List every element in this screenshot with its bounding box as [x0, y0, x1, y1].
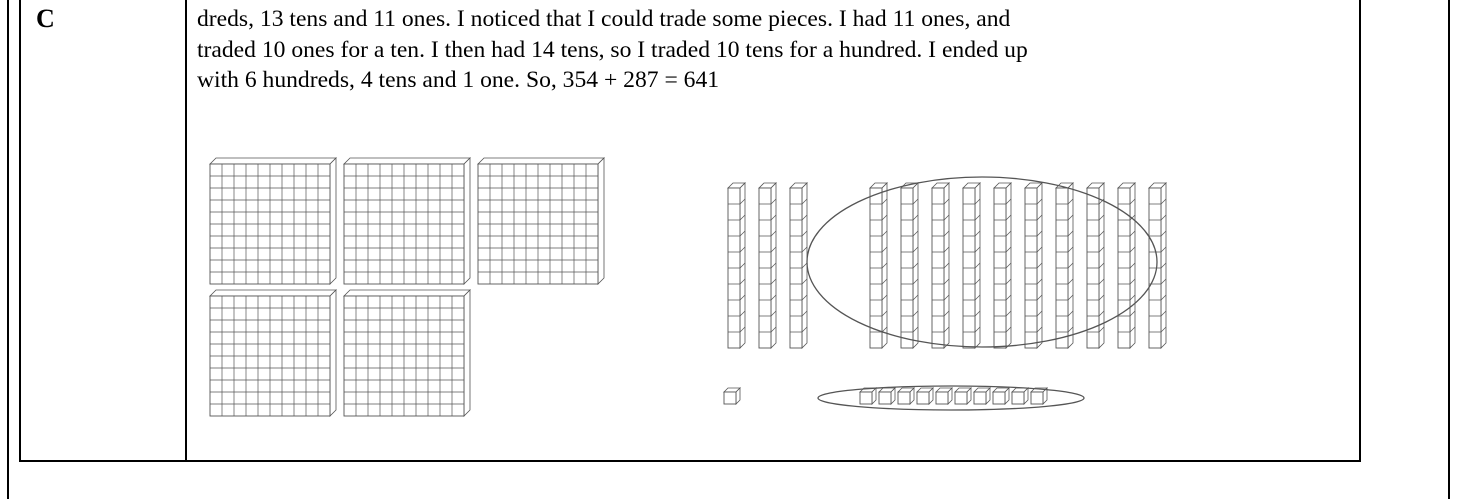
tens-rod: [932, 183, 949, 348]
tens-rod: [1025, 183, 1042, 348]
tens-grouping-circle: [807, 177, 1157, 347]
hundreds-flat: [210, 290, 336, 416]
tens-rod: [759, 183, 776, 348]
ones-cube: [936, 388, 952, 404]
tens-rod: [728, 183, 745, 348]
tens-rod: [790, 183, 807, 348]
tens-rods-group: [728, 183, 1166, 348]
column-divider: [185, 0, 187, 462]
ones-cube: [860, 388, 876, 404]
base-ten-blocks-illustration: [190, 150, 1190, 430]
ones-cubes-group: [724, 388, 1047, 404]
ones-cube: [917, 388, 933, 404]
ones-cube: [1012, 388, 1028, 404]
explanation-paragraph: dreds, 13 tens and 11 ones. I noticed th…: [197, 4, 1352, 96]
tens-rod: [1056, 183, 1073, 348]
hundreds-flat: [344, 158, 470, 284]
tens-rod: [963, 183, 980, 348]
explanation-line-3: with 6 hundreds, 4 tens and 1 one. So, 3…: [197, 65, 1352, 96]
ones-cube: [1031, 388, 1047, 404]
ones-cube: [879, 388, 895, 404]
explanation-line-2: traded 10 ones for a ten. I then had 14 …: [197, 35, 1352, 66]
ones-cube: [898, 388, 914, 404]
hundreds-flat: [210, 158, 336, 284]
ones-cube: [993, 388, 1009, 404]
tens-rod: [994, 183, 1011, 348]
hundreds-flat: [478, 158, 604, 284]
hundreds-flats-group: [210, 158, 604, 416]
tens-rod: [901, 183, 918, 348]
ones-cube: [724, 388, 740, 404]
ones-cube: [955, 388, 971, 404]
tens-rod: [870, 183, 887, 348]
tens-rod: [1087, 183, 1104, 348]
ones-cube: [974, 388, 990, 404]
hundreds-flat: [344, 290, 470, 416]
row-label: C: [36, 4, 55, 34]
tens-rod: [1118, 183, 1135, 348]
explanation-line-1: dreds, 13 tens and 11 ones. I noticed th…: [197, 4, 1352, 35]
